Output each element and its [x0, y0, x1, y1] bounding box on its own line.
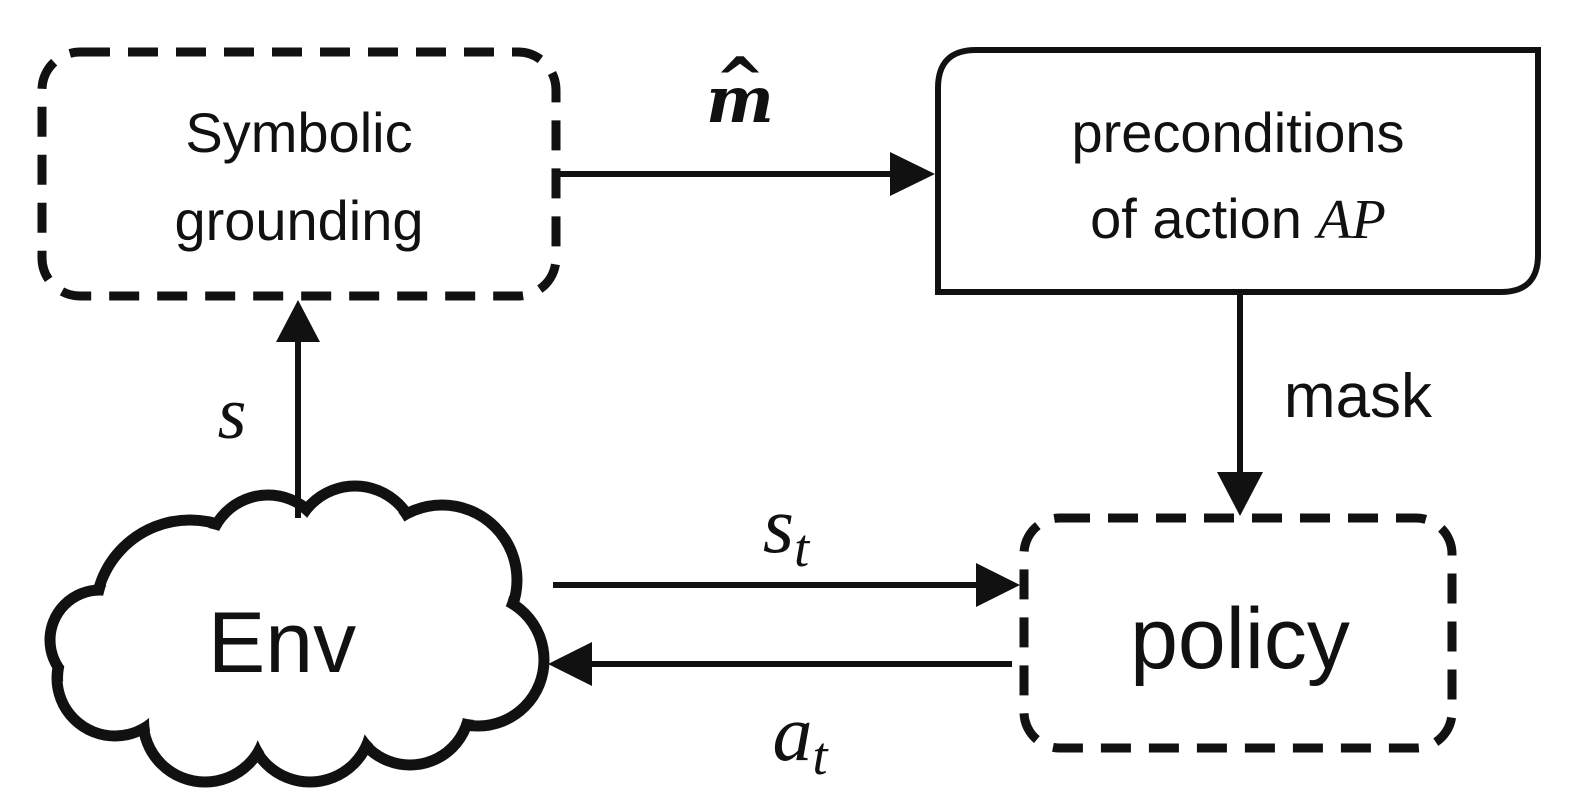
s-t-base: s	[763, 482, 794, 570]
a-t-label: at	[772, 690, 829, 786]
symbolic-grounding-node: Symbolic grounding	[37, 47, 561, 301]
s-t-edge: st	[553, 482, 1020, 607]
arrowhead-icon	[276, 300, 320, 342]
state-label: s	[218, 373, 247, 455]
env-label: Env	[208, 595, 356, 691]
env-cloud-node: Env	[44, 480, 550, 788]
a-t-sub: t	[812, 726, 829, 786]
symbolic-grounding-label-line2: grounding	[174, 189, 423, 252]
arrowhead-icon	[890, 152, 935, 196]
preconditions-node: preconditions of action AP	[935, 47, 1541, 295]
a-t-base: a	[772, 690, 812, 778]
state-edge: s	[218, 300, 320, 518]
arrowhead-icon	[1217, 472, 1263, 516]
m-hat-label: m	[706, 63, 774, 138]
a-t-edge: at	[548, 642, 1012, 786]
mask-edge: mask	[1217, 292, 1433, 516]
hat-accent: ^	[715, 45, 765, 115]
s-t-label: st	[763, 482, 811, 578]
m-hat-edge: m ^	[558, 45, 935, 196]
preconditions-label-line2: of action AP	[1090, 187, 1386, 251]
symbolic-grounding-label-line1: Symbolic	[185, 101, 412, 164]
s-t-sub: t	[794, 518, 811, 578]
mask-label: mask	[1284, 362, 1433, 431]
preconditions-label-text: of action	[1090, 187, 1317, 250]
ap-symbol: AP	[1313, 189, 1385, 251]
policy-node: policy	[1019, 513, 1457, 753]
arrowhead-icon	[548, 642, 592, 686]
arrowhead-icon	[976, 563, 1020, 607]
preconditions-label-line1: preconditions	[1071, 101, 1404, 164]
policy-label: policy	[1130, 591, 1350, 687]
